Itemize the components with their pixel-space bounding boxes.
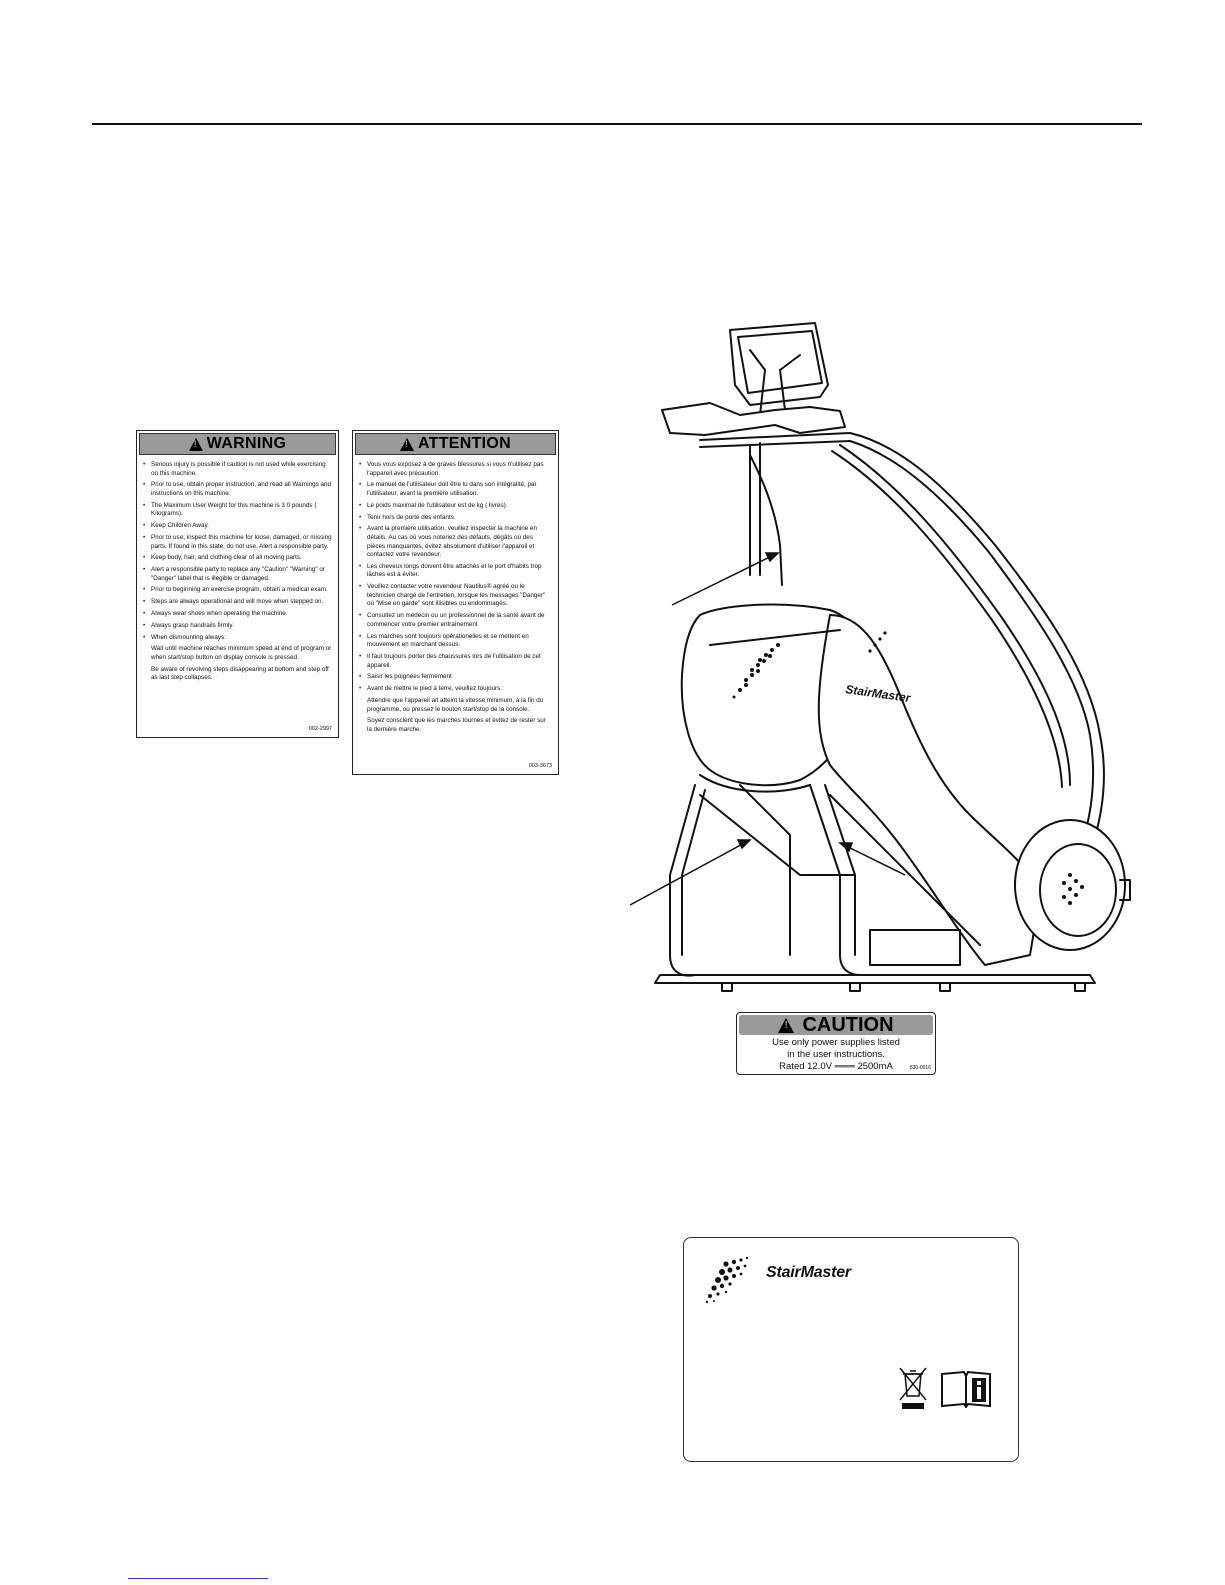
caution-line-3: Rated 12.0V ═══ 2500mA (779, 1061, 893, 1072)
label-item: Keep Children Away. (143, 522, 332, 531)
footer-link-underline (128, 1578, 268, 1579)
warning-title: WARNING (206, 435, 287, 452)
warning-triangle-icon (778, 1017, 795, 1033)
header-rule (92, 123, 1142, 125)
caution-label-header: CAUTION (739, 1013, 933, 1036)
warning-list: Serious injury is possible if caution is… (143, 461, 332, 683)
label-item: Prior to use, obtain proper instruction,… (143, 481, 332, 498)
label-item: Always wear shoes when operating the mac… (143, 610, 332, 619)
read-manual-icon (941, 1370, 991, 1408)
label-item: When dismounting always: (143, 634, 332, 643)
attention-label-header: ATTENTION (355, 433, 556, 455)
warning-label: WARNING Serious injury is possible if ca… (136, 430, 339, 738)
label-sub-item: Soyez conscient que les marches tournes … (367, 717, 546, 733)
label-item: Prior to beginning an exercise program, … (143, 586, 332, 595)
warning-triangle-icon (399, 437, 414, 451)
label-item: Prior to use, inspect this machine for l… (143, 534, 332, 551)
label-sub-item: Be aware of revolving steps disappearing… (151, 665, 329, 682)
label-item: Les marches sont toujours opérationelles… (359, 633, 552, 650)
attention-list: Vous vous exposez à de graves blessures … (359, 461, 552, 734)
stairmaster-logo-icon (705, 1256, 749, 1304)
label-item: Always grasp handrails firmly. (143, 622, 332, 631)
attention-title: ATTENTION (417, 435, 512, 452)
label-item: The Maximum User Weight for this machine… (143, 502, 332, 519)
label-item: Vous vous exposez à de graves blessures … (359, 461, 552, 478)
serial-number-plate: StairMaster (683, 1237, 1019, 1462)
label-item: Consultez un médecin ou un professionnel… (359, 612, 552, 629)
label-item: Keep body, hair, and clothing clear of a… (143, 554, 332, 563)
label-item: Le manuel de l'utilisateur doit être lu … (359, 481, 552, 498)
warning-triangle-icon (188, 437, 203, 451)
label-item: Le poids maximal de l'utilisateur est de… (359, 502, 552, 511)
label-item: Veuillez contacter votre revendeur Nauti… (359, 583, 552, 609)
warning-label-header: WARNING (139, 433, 336, 455)
attention-label: ATTENTION Vous vous exposez à de graves … (352, 430, 559, 775)
caution-label: CAUTION Use only power supplies listed i… (736, 1012, 936, 1075)
label-item: Tenir hors de porté des enfants. (359, 514, 552, 523)
attention-code: 003-3673 (528, 763, 552, 769)
label-item: Serious injury is possible if caution is… (143, 461, 332, 478)
caution-code: 830-0016 (909, 1065, 931, 1071)
caution-title: CAUTION (802, 1013, 894, 1036)
plate-brand-text: StairMaster (766, 1264, 851, 1281)
caution-line-1: Use only power supplies listed (772, 1037, 900, 1048)
label-item: Alert a responsible party to replace any… (143, 566, 332, 583)
warning-code: 002-2997 (308, 726, 332, 732)
label-item: Avant de mettre le pied à terre, veuille… (359, 685, 552, 694)
label-sub-item: Wait until machine reaches minimum speed… (151, 645, 332, 661)
label-item: Saisir les poignées fermement (359, 673, 552, 682)
stepmill-machine-illustration: StairMaster (629, 322, 1131, 992)
label-item: Il faut toujours porter des chaussures l… (359, 653, 552, 670)
label-item: Avant la première utilisation, veuillez … (359, 525, 552, 559)
label-item: Les cheveux longs doivent être attachés … (359, 563, 552, 580)
label-sub-item: Attendre que l'appareil ait atteint la v… (367, 696, 544, 713)
weee-crossed-bin-icon (899, 1367, 927, 1409)
label-item: Steps are always operational and will mo… (143, 598, 332, 607)
caution-line-2: in the user instructions. (787, 1049, 885, 1060)
